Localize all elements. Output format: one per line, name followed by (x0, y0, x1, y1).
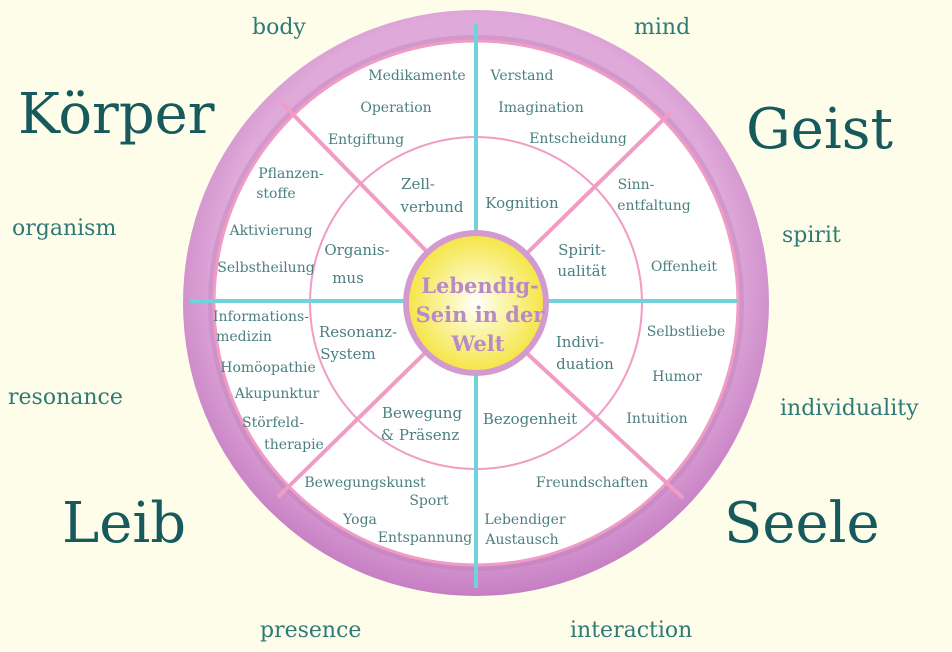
center-sun (409, 236, 543, 370)
en-mind: mind (634, 15, 690, 40)
mid-bewegung-1: Bewegung (382, 404, 463, 422)
mid-resonanz-2: System (320, 345, 376, 363)
mid-kognition: Kognition (485, 194, 559, 212)
mid-bezogenheit: Bezogenheit (483, 410, 577, 428)
mid-resonanz-1: Resonanz- (319, 323, 397, 341)
outer-pflanzen-1: Pflanzen- (258, 166, 324, 182)
en-organism: organism (12, 216, 116, 241)
mid-spirit-2: ualität (557, 262, 606, 280)
mid-organismus-1: Organis- (324, 241, 389, 259)
outer-sinn-2: entfaltung (617, 198, 691, 214)
diagonal-divider-sw (276, 346, 432, 499)
outer-yoga: Yoga (342, 512, 377, 528)
outer-pflanzen-2: stoffe (256, 186, 295, 202)
outer-entspannung: Entspannung (378, 530, 472, 546)
diagonal-divider-ne (515, 111, 672, 265)
outer-sport: Sport (409, 493, 449, 509)
mid-organismus-2: mus (332, 269, 364, 287)
en-resonance: resonance (8, 385, 123, 410)
outer-humor: Humor (652, 369, 702, 385)
mid-bewegung-2: & Präsenz (381, 426, 460, 444)
outer-offenheit: Offenheit (651, 259, 718, 275)
en-interaction: interaction (570, 618, 692, 643)
outer-entscheidung: Entscheidung (529, 131, 627, 147)
diagonal-divider-nw (278, 99, 436, 261)
outer-verstand: Verstand (490, 68, 554, 84)
outer-medikamente: Medikamente (368, 68, 465, 84)
center-line-2: Sein in der (416, 302, 546, 327)
outer-entgiftung: Entgiftung (328, 132, 404, 148)
outer-stoerfeld-1: Störfeld- (242, 415, 304, 431)
en-presence: presence (260, 618, 361, 643)
outer-akupunktur: Akupunktur (234, 386, 320, 402)
outer-aktivierung: Aktivierung (228, 223, 312, 239)
outer-stoerfeld-2: therapie (264, 437, 324, 453)
corner-leib: Leib (62, 491, 186, 556)
outer-imagination: Imagination (498, 100, 584, 116)
corner-seele: Seele (724, 491, 880, 556)
outer-selbstliebe: Selbstliebe (647, 324, 726, 340)
mid-spirit-1: Spirit- (558, 241, 606, 259)
diagonal-divider-se (517, 344, 685, 500)
outer-intuition: Intuition (626, 411, 687, 427)
en-spirit: spirit (782, 223, 841, 248)
outer-info-2: medizin (216, 329, 272, 345)
outer-info-1: Informations- (213, 309, 309, 325)
en-individuality: individuality (780, 396, 919, 421)
outer-bewegungskunst: Bewegungskunst (304, 475, 426, 491)
outer-freundschaften: Freundschaften (536, 475, 648, 491)
mid-indiv-1: Indivi- (556, 333, 604, 351)
corner-geist: Geist (746, 97, 894, 162)
outer-operation: Operation (360, 100, 431, 116)
mid-zell-2: verbund (399, 198, 463, 216)
outer-selbstheilung: Selbstheilung (217, 260, 314, 276)
mid-indiv-2: duation (556, 355, 614, 373)
en-body: body (252, 15, 306, 40)
mid-zell-1: Zell- (401, 175, 435, 193)
center-line-3: Welt (451, 331, 505, 356)
center-line-1: Lebendig- (421, 273, 539, 298)
corner-koerper: Körper (18, 82, 215, 147)
outer-homoeopathie: Homöopathie (220, 360, 315, 376)
outer-lebendiger-1: Lebendiger (484, 512, 566, 528)
outer-sinn-1: Sinn- (618, 177, 655, 193)
outer-lebendiger-2: Austausch (484, 532, 558, 548)
